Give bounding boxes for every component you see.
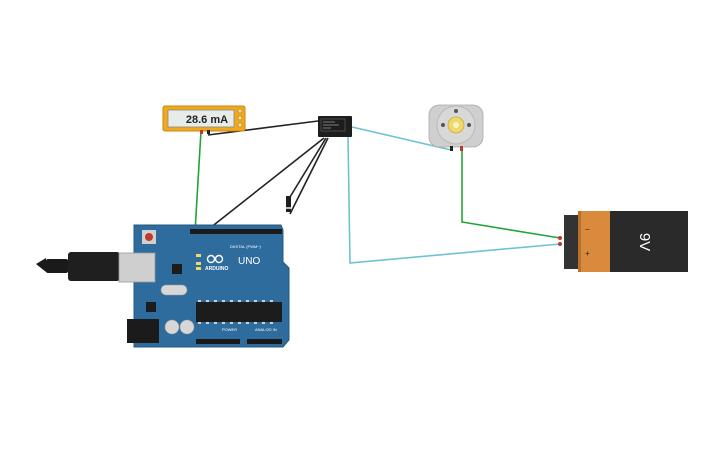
digital-header[interactable] bbox=[190, 229, 282, 234]
dc-motor-icon[interactable] bbox=[428, 104, 484, 151]
relay[interactable] bbox=[318, 116, 352, 137]
multimeter-knob-1 bbox=[237, 108, 243, 114]
infinity-logo-icon bbox=[206, 254, 224, 264]
crystal bbox=[160, 284, 188, 296]
wire-black-relay-diode-1[interactable] bbox=[289, 137, 327, 198]
wire-black-multimeter-relay[interactable] bbox=[207, 120, 319, 136]
multimeter-reading: 28.6 mA bbox=[186, 114, 228, 126]
multimeter-display bbox=[167, 109, 235, 128]
analog-header[interactable] bbox=[247, 339, 282, 344]
battery-cap bbox=[564, 215, 580, 269]
battery-minus-label: − bbox=[585, 225, 590, 234]
battery-voltage-label: 9V bbox=[636, 233, 653, 251]
multimeter-probe-black[interactable] bbox=[207, 130, 210, 134]
relay-icon bbox=[320, 118, 346, 132]
multimeter-knob-3 bbox=[237, 122, 243, 128]
battery-9v[interactable]: − + 9V bbox=[558, 211, 688, 272]
analog-pins-label: ANALOG IN bbox=[255, 327, 277, 332]
multimeter-probe-red[interactable] bbox=[200, 130, 203, 134]
battery-terminal-minus[interactable] bbox=[558, 236, 562, 240]
voltage-regulator bbox=[146, 302, 156, 312]
arduino-model-label: UNO bbox=[238, 256, 260, 267]
capacitor-2 bbox=[179, 319, 195, 335]
wires bbox=[194, 120, 561, 264]
power-pins-label: POWER bbox=[222, 327, 237, 332]
battery-plus-label: + bbox=[585, 249, 590, 258]
motor-terminal-2[interactable] bbox=[460, 146, 463, 151]
capacitor-1 bbox=[164, 319, 180, 335]
motor-terminal-1[interactable] bbox=[450, 146, 453, 151]
usb-chip bbox=[172, 264, 182, 274]
usb-jack bbox=[118, 252, 156, 283]
wire-black-relay-diode-2[interactable] bbox=[289, 137, 329, 215]
multimeter[interactable]: 28.6 mA bbox=[162, 105, 246, 134]
arduino-brand-label: ARDUINO bbox=[205, 266, 228, 272]
wire-cyan-relay-battery[interactable] bbox=[347, 135, 561, 264]
diode-icon[interactable] bbox=[286, 196, 291, 212]
atmega-chip bbox=[196, 302, 282, 322]
wire-green-motor-battery[interactable] bbox=[461, 150, 561, 239]
multimeter-knob-2 bbox=[237, 115, 243, 121]
digital-pins-label: DIGITAL (PWM~) bbox=[230, 244, 262, 249]
wire-black-relay-arduino[interactable] bbox=[209, 137, 325, 229]
arduino-uno[interactable]: ARDUINO UNO DIGITAL (PWM~) POWER ANALOG … bbox=[36, 224, 290, 348]
wire-green-multimeter-arduino[interactable] bbox=[194, 130, 202, 233]
power-header[interactable] bbox=[196, 339, 240, 344]
usb-cable[interactable] bbox=[36, 252, 120, 281]
battery-terminal-plus[interactable] bbox=[558, 242, 562, 246]
power-jack bbox=[127, 319, 159, 343]
